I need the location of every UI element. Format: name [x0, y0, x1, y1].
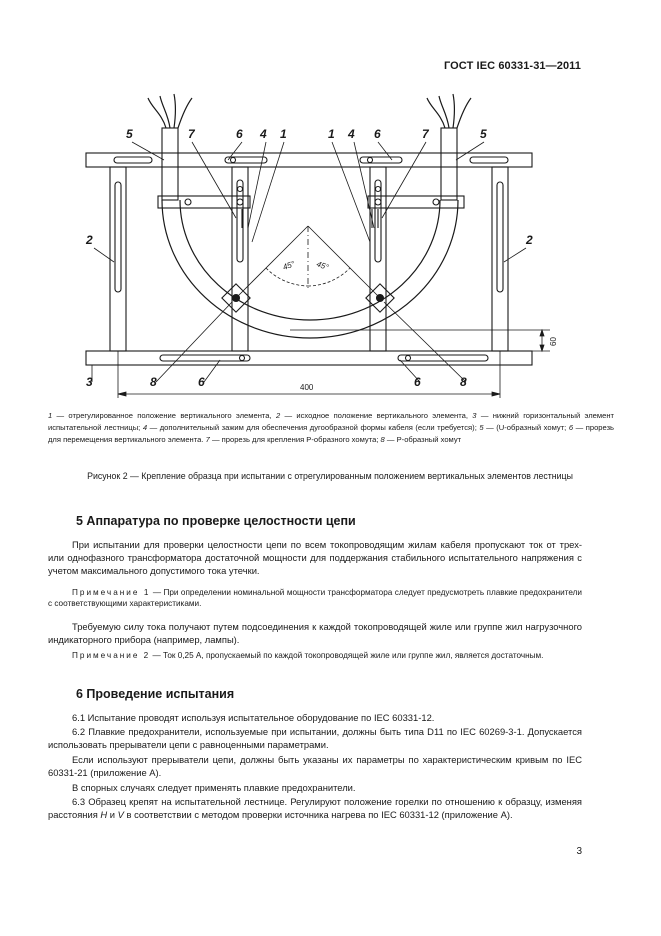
document-header: ГОСТ IEC 60331-31—2011 [443, 60, 581, 72]
u-clamp-left [161, 127, 179, 201]
label-top-right-5: 5 [480, 127, 487, 141]
figure-caption: Рисунок 2 — Крепление образца при испыта… [87, 471, 573, 481]
section-5-note-1: Примечание 1 — При определении номинальн… [48, 588, 582, 608]
section-5-paragraph-1: При испытании для проверки целостности ц… [48, 539, 582, 576]
section-6-paragraph-5: 6.3 Образец крепят на испытательной лест… [48, 796, 582, 820]
label-bottom-left-8: 8 [150, 375, 157, 389]
section-5-note-2: Примечание 2 — Ток 0,25 А, пропускаемый … [72, 651, 544, 660]
section-5-paragraph-2: Требуемую силу тока получают путем подсо… [48, 621, 582, 645]
label-side-right-2: 2 [525, 233, 533, 247]
label-top-right-4: 4 [347, 127, 355, 141]
cable-ends-right [426, 93, 472, 129]
label-bottom-right-8: 8 [460, 375, 467, 389]
label-top-left-4: 4 [259, 127, 267, 141]
label-side-left-2: 2 [85, 233, 93, 247]
figure-legend: 1 — отрегулированное положение вертикаль… [48, 411, 615, 444]
u-clamp-right [440, 127, 458, 201]
cable-ends-left [147, 93, 193, 129]
label-top-left-7: 7 [188, 127, 196, 141]
section-6-paragraph-3: Если используют прерыватели цепи, должны… [48, 754, 582, 778]
section-6-paragraph-1: 6.1 Испытание проводят используя испытат… [72, 712, 435, 723]
section-5-heading: 5 Аппаратура по проверке целостности цеп… [76, 514, 356, 528]
vertical-initial-left [109, 166, 127, 352]
vertical-adjusted-left [231, 166, 249, 352]
cable-arc [161, 199, 459, 339]
angle-label-right: 45° [315, 259, 330, 272]
label-top-right-7: 7 [422, 127, 430, 141]
label-bottom-left-3: 3 [86, 375, 93, 389]
label-top-right-6: 6 [374, 127, 381, 141]
bottom-rail [85, 350, 533, 366]
dimension-height: 60 [549, 337, 558, 346]
label-bottom-right-6: 6 [414, 375, 421, 389]
label-bottom-left-6: 6 [198, 375, 205, 389]
label-top-left-6: 6 [236, 127, 243, 141]
top-rail [85, 152, 533, 168]
page-number: 3 [576, 846, 582, 857]
section-6-paragraph-2: 6.2 Плавкие предохранители, используемые… [48, 726, 582, 750]
section-6-paragraph-4: В спорных случаях следует применять плав… [72, 782, 356, 793]
vertical-initial-right [491, 166, 509, 352]
ladder-mounting-drawing: 5 7 6 4 1 1 4 6 7 5 2 2 3 8 6 6 8 45° 45… [85, 93, 558, 398]
label-top-left-5: 5 [126, 127, 133, 141]
angle-label-left: 45° [282, 259, 297, 272]
label-top-left-1: 1 [280, 127, 287, 141]
vertical-adjusted-right [369, 166, 387, 352]
section-6-heading: 6 Проведение испытания [76, 687, 235, 701]
dimension-width: 400 [300, 383, 314, 392]
label-top-right-1: 1 [328, 127, 335, 141]
